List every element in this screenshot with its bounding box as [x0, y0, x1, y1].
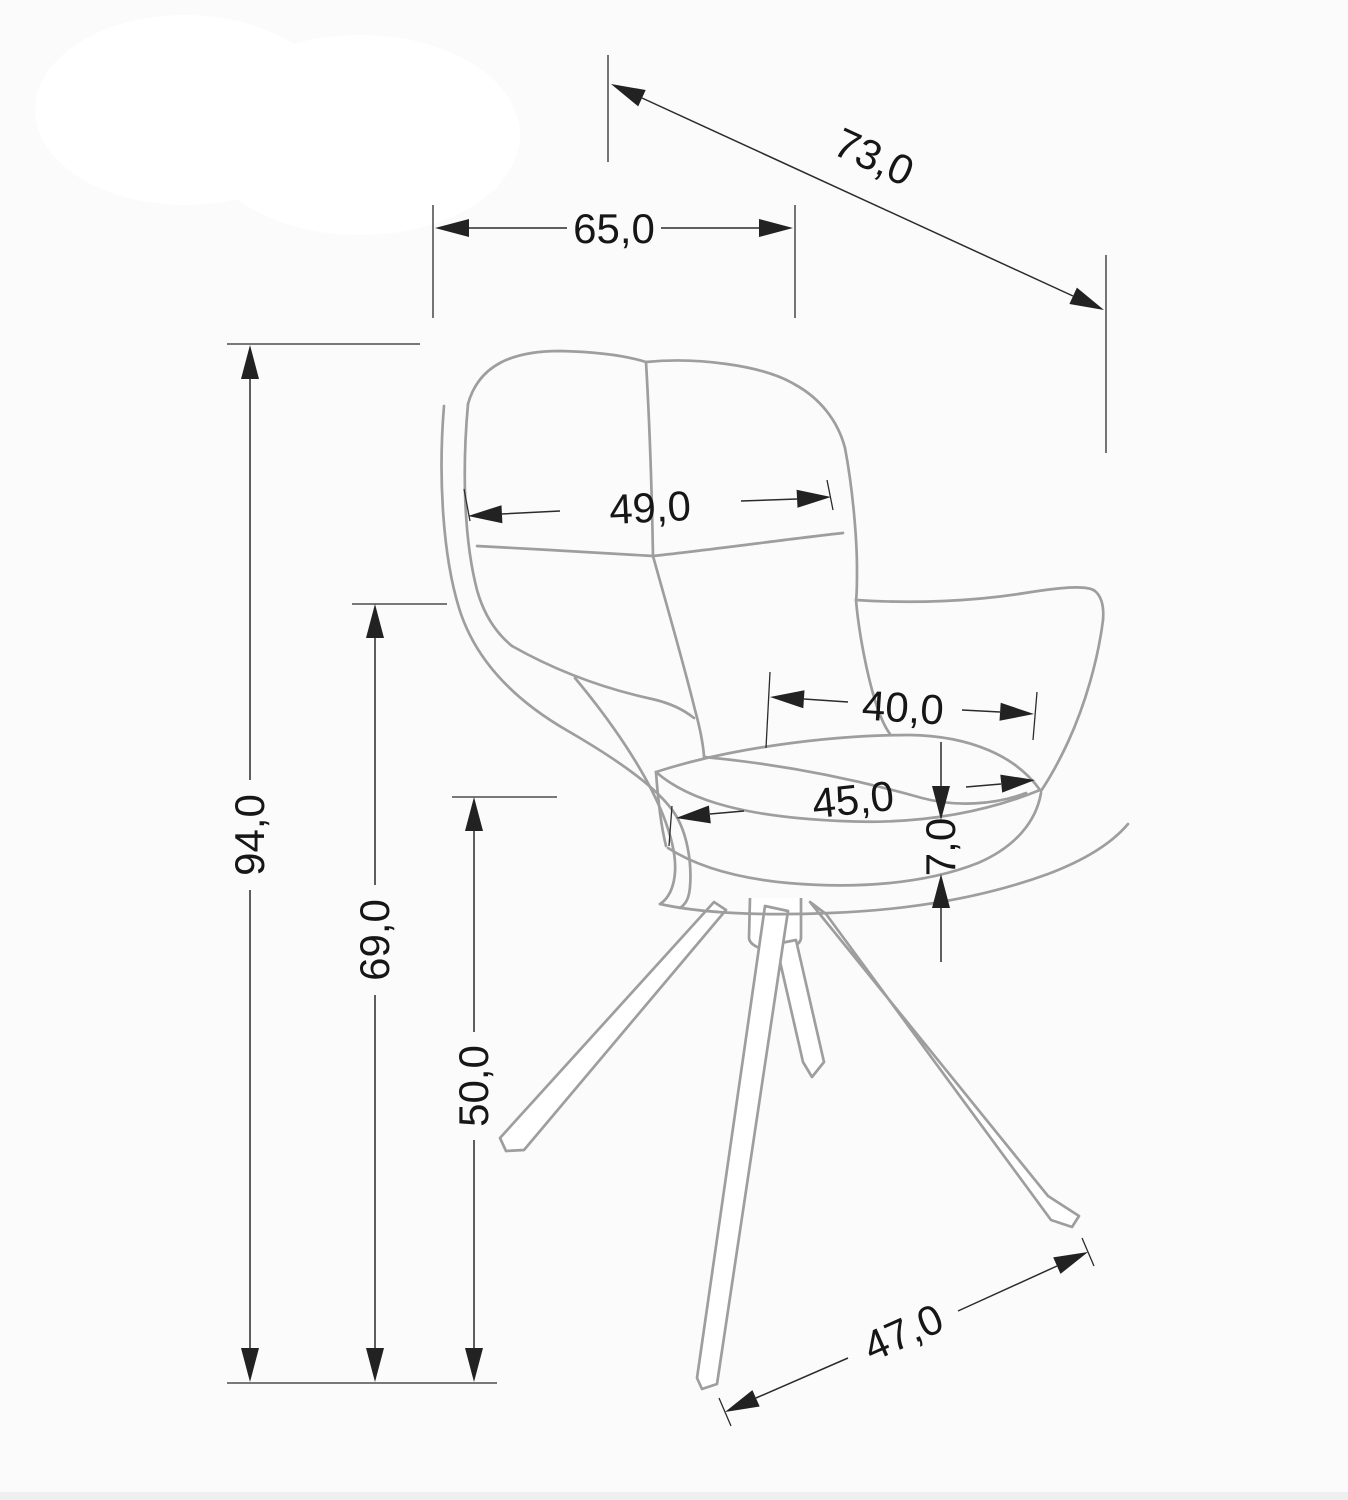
dim-base-depth-line [755, 1265, 1058, 1399]
dim-backrest-width-label: 49,0 [608, 482, 692, 533]
dim-overall-height-label: 94,0 [226, 794, 273, 876]
chair-seat-front-rim [654, 770, 1042, 824]
chair-seat-top-rim [654, 733, 1042, 792]
dim-base-depth: 47,0 [718, 1237, 1095, 1427]
arrow-right-icon [759, 219, 793, 237]
chair-armrest-right-top [854, 586, 1105, 622]
dim-seat-width-line [709, 783, 1002, 815]
dim-seat-width-label: 45,0 [810, 772, 896, 827]
dim-backrest-width: 49,0 [463, 479, 834, 533]
dim-armrest-height-label: 69,0 [351, 899, 398, 981]
chair-seat-band-bottom [666, 791, 1043, 887]
dim-backrest-width-tick-left [463, 488, 471, 522]
chair-leg-front [695, 904, 790, 1391]
arrow-down-right-icon [1069, 287, 1104, 310]
dim-seat-height: 50,0 [450, 796, 557, 1382]
arrow-left-icon [435, 219, 469, 237]
dim-between-armrests-tick-right [1032, 691, 1038, 741]
dim-base-depth-label: 47,0 [856, 1294, 950, 1370]
arrow-down-left-icon [725, 1390, 760, 1412]
dim-between-armrests-label: 40,0 [861, 681, 946, 733]
arrow-right-icon [796, 489, 831, 508]
dim-seat-thickness-label: 7,0 [917, 818, 964, 876]
bottom-edge-strip [0, 1492, 1348, 1500]
chair-center-seam [644, 360, 655, 558]
arrow-up-left-icon [611, 84, 646, 107]
chair-outer-shell-left [440, 404, 692, 910]
arrow-right-icon [1000, 774, 1035, 793]
chair-seat-left-edge [654, 770, 668, 848]
arrow-left-icon [468, 505, 503, 524]
arrow-right-icon [999, 702, 1034, 721]
arrow-down-icon [241, 1348, 259, 1382]
arrow-down-icon [932, 786, 950, 820]
dim-armrest-height: 69,0 [351, 603, 447, 1382]
chair-leg-back [774, 938, 826, 1079]
dim-overall-depth-label: 73,0 [827, 118, 921, 195]
chair-front-seam [651, 554, 706, 758]
dim-overall-height: 94,0 [226, 343, 420, 1382]
chair-cushion-bottom-left [510, 644, 696, 720]
dim-between-armrests-tick-left [765, 671, 771, 749]
chair-armrest-left-front [573, 676, 677, 906]
dim-between-armrests-line [803, 698, 1001, 713]
dim-seat-height-label: 50,0 [450, 1045, 497, 1127]
dim-overall-width-label: 65,0 [573, 205, 655, 252]
dim-backrest-width-line [500, 498, 798, 515]
arrow-left-icon [770, 690, 805, 709]
chair-backrest-top [466, 349, 847, 450]
chair-armrest-right-outer [1039, 618, 1105, 793]
arrow-down-icon [465, 1348, 483, 1382]
chair-shell-bottom [658, 822, 1130, 916]
arrow-down-icon [366, 1348, 384, 1382]
arrow-up-right-icon [1053, 1252, 1088, 1274]
dim-overall-depth-line [641, 97, 1074, 297]
dim-seat-width: 45,0 [668, 772, 1035, 847]
dim-overall-depth: 73,0 [607, 55, 1107, 453]
chair-leg-right [808, 900, 1081, 1229]
arrow-up-icon [932, 874, 950, 908]
chair [440, 349, 1130, 1391]
arrow-left-icon [676, 805, 711, 824]
chair-horizontal-seam-right [651, 531, 845, 558]
arrow-up-icon [465, 797, 483, 831]
dim-backrest-width-tick-right [826, 479, 834, 511]
chair-seat-seam [702, 755, 1028, 805]
chair-leg-left [498, 900, 728, 1153]
arrow-up-icon [241, 345, 259, 379]
chair-horizontal-seam-left [475, 544, 655, 558]
watermark-blob [35, 15, 520, 235]
arrow-up-icon [366, 604, 384, 638]
dim-overall-width: 65,0 [432, 205, 796, 318]
dim-seat-width-tick-left [668, 805, 673, 847]
dim-seat-thickness: 7,0 [917, 742, 964, 962]
chair-backrest-left-edge [463, 402, 514, 648]
dim-between-armrests: 40,0 [765, 671, 1038, 749]
